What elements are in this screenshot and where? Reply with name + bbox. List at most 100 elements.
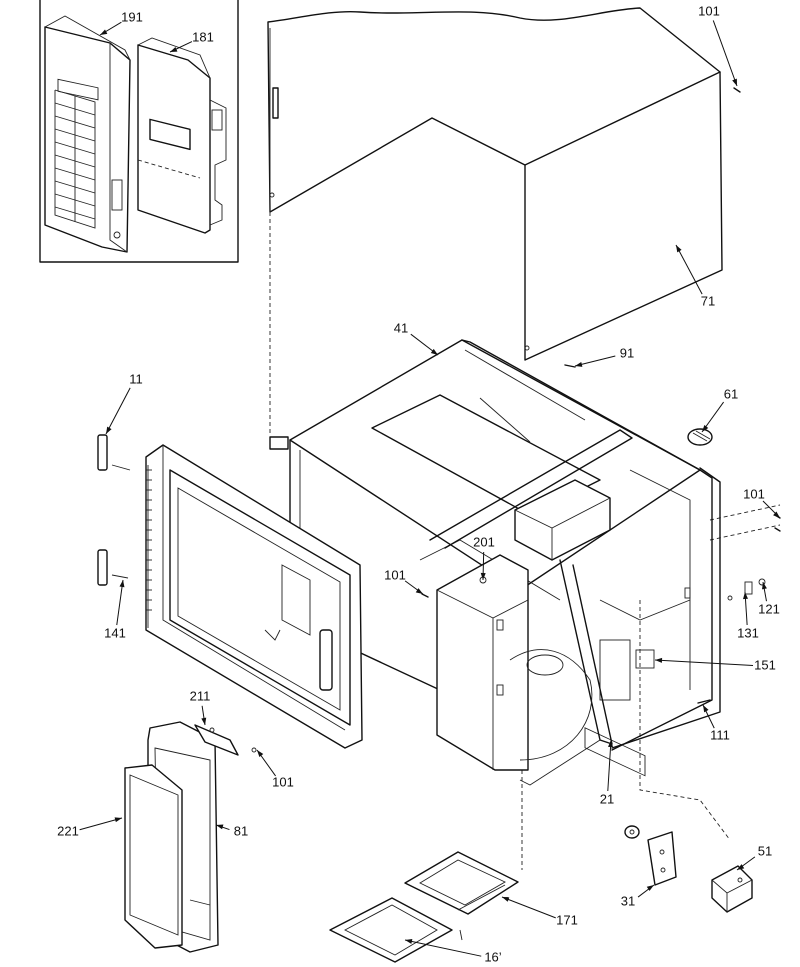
latch-11 [97, 434, 131, 471]
membrane-221 [124, 764, 183, 949]
outer-cabinet-71 [267, 7, 723, 361]
thermal-cutout-61 [687, 428, 713, 446]
callout-c11: 11 [105, 371, 143, 435]
callout-c221: 221 [57, 817, 123, 838]
leader-arrowhead [114, 817, 122, 823]
callout-label: 91 [620, 345, 634, 360]
callout-label: 101 [698, 3, 720, 18]
callout-label: 211 [190, 688, 211, 703]
callout-label: 101 [743, 486, 765, 501]
callout-label: 101 [384, 567, 406, 582]
leader-line [675, 244, 703, 295]
leader-line [79, 817, 123, 831]
bracket-31 [624, 825, 677, 886]
tray-171 [404, 851, 519, 915]
alignment-guides [269, 212, 781, 870]
callout-label: 171 [556, 912, 578, 927]
callout-c211: 211 [190, 688, 211, 726]
callout-label: 131 [737, 625, 759, 640]
callout-label: 61 [724, 386, 738, 401]
leader-arrowhead [257, 750, 264, 758]
leader-arrowhead [762, 582, 767, 590]
callout-c71: 71 [675, 244, 715, 308]
callout-c151: 151 [654, 657, 776, 672]
callout-c121: 121 [758, 581, 780, 616]
callout-label: 101 [272, 774, 294, 789]
callout-c111: 111 [702, 704, 730, 742]
chassis-41 [269, 339, 713, 777]
callout-label: 151 [754, 657, 776, 672]
leader-arrowhead [676, 245, 682, 253]
leader-arrowhead [575, 361, 583, 367]
leader-arrowhead [170, 46, 178, 52]
leader-arrowhead [737, 864, 745, 870]
leader-arrowhead [655, 657, 663, 663]
callout-c181: 181 [169, 29, 214, 53]
callout-label: 71 [701, 293, 715, 308]
leader-line [501, 896, 556, 919]
callout-c81: 81 [215, 823, 248, 838]
callout-label: 121 [758, 601, 780, 616]
leader-arrowhead [415, 588, 423, 594]
callout-label: 201 [473, 534, 495, 549]
callout-c101b: 101 [743, 486, 781, 519]
callout-c101a: 101 [698, 3, 738, 87]
leader-arrowhead [480, 572, 486, 580]
leader-arrowhead [106, 426, 112, 434]
callout-label: 31 [621, 893, 635, 908]
magnetron-assembly [436, 554, 593, 771]
control-panel-191 [44, 15, 131, 253]
callout-c171: 171 [501, 896, 578, 927]
callout-label: 16’ [484, 949, 501, 964]
callout-c101d: 101 [256, 749, 294, 789]
callout-c21: 21 [600, 739, 614, 806]
callout-label: 41 [394, 320, 408, 335]
leader-arrowhead [216, 824, 224, 830]
leader-line [654, 659, 754, 667]
leader-line [607, 739, 612, 792]
callout-label: 11 [129, 371, 143, 386]
callout-label: 111 [710, 727, 730, 742]
leader-line [712, 20, 738, 87]
leader-arrowhead [201, 717, 207, 725]
leader-arrowhead [703, 705, 709, 713]
inset-detail-box [39, 0, 239, 263]
leader-arrowhead [502, 897, 510, 902]
callout-c31: 31 [621, 884, 655, 908]
leader-arrowhead [100, 29, 108, 35]
callout-label: 21 [600, 791, 614, 806]
callout-label: 191 [121, 9, 143, 24]
leader-arrowhead [773, 511, 780, 518]
callout-c201: 201 [473, 534, 495, 581]
callout-c61: 61 [701, 386, 738, 433]
callout-c141: 141 [104, 579, 126, 640]
leader-arrowhead [732, 78, 737, 86]
callout-label: 81 [234, 823, 248, 838]
bracket-211 [194, 724, 239, 756]
leader-line [116, 579, 124, 626]
circuit-board-181 [137, 37, 227, 234]
leader-line [105, 387, 131, 435]
fuse-block-51 [711, 865, 753, 913]
callout-label: 221 [57, 823, 79, 838]
frame-21 [429, 429, 721, 786]
door-assembly [145, 444, 363, 749]
leader-arrowhead [405, 938, 413, 944]
callout-c51: 51 [736, 843, 772, 871]
callout-c91: 91 [574, 345, 634, 367]
callout-label: 181 [192, 29, 214, 44]
callout-c131: 131 [737, 591, 759, 640]
leader-arrowhead [702, 424, 709, 432]
leader-arrowhead [743, 592, 748, 600]
leader-arrowhead [646, 885, 654, 891]
callout-c41: 41 [394, 320, 439, 356]
leader-arrowhead [608, 740, 614, 748]
leader-arrowhead [430, 348, 438, 355]
callout-c101c: 101 [384, 567, 424, 595]
callout-label: 51 [758, 843, 772, 858]
callout-layer: 191 181 101 71 41 91 61 11 101 201 101 121 131 141 151… [57, 3, 781, 964]
filter-16 [329, 897, 463, 963]
callout-c16: 16’ [404, 938, 502, 964]
callout-c191: 191 [99, 9, 143, 36]
